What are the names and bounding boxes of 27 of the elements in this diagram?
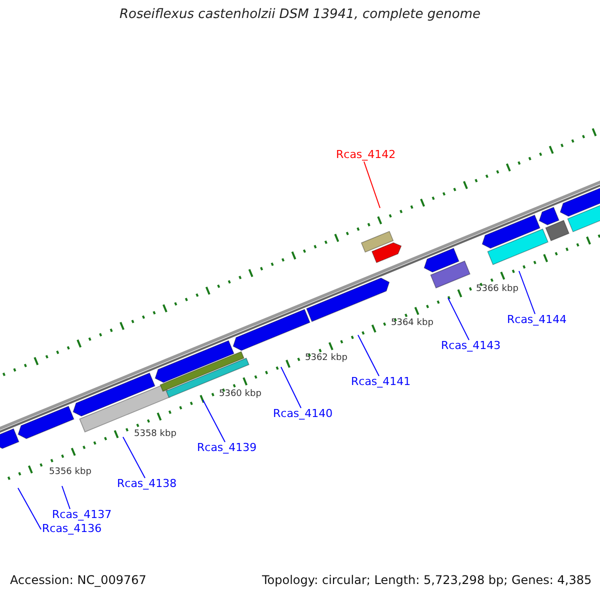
leader-line xyxy=(358,334,380,376)
scale-label: 5356 kbp xyxy=(49,467,92,478)
gene-label: Rcas_4138 xyxy=(117,478,177,491)
scale-label: 5366 kbp xyxy=(476,284,518,294)
scale-label: 5364 kbp xyxy=(391,318,434,328)
scale-label: 5362 kbp xyxy=(305,353,348,364)
leader-line xyxy=(518,270,536,314)
gene-label: Rcas_4139 xyxy=(197,442,257,455)
gene-label: Rcas_4137 xyxy=(52,509,112,522)
gene-label: Rcas_4144 xyxy=(507,314,567,327)
scale-label: 5360 kbp xyxy=(219,389,262,400)
gene-label: Rcas_4141 xyxy=(351,376,411,389)
leader-line xyxy=(202,400,226,442)
genome-info-text: Topology: circular; Length: 5,723,298 bp; Genes: 4,385 xyxy=(262,574,592,588)
gene-label: Rcas_4136 xyxy=(42,523,102,536)
leader-line xyxy=(62,486,70,510)
gene-label: Rcas_4140 xyxy=(273,408,333,421)
leader-line xyxy=(364,161,380,208)
leader-line xyxy=(122,436,146,478)
gene-label: Rcas_4143 xyxy=(441,340,501,353)
accession-text: Accession: NC_009767 xyxy=(10,574,146,588)
leader-line xyxy=(448,298,470,340)
scale-label: 5358 kbp xyxy=(134,429,176,440)
gene-label: Rcas_4142 xyxy=(336,149,396,162)
leader-line xyxy=(280,366,302,408)
chart-title: Roseiflexus castenholzii DSM 13941, complete genome xyxy=(118,8,482,23)
leader-line xyxy=(18,488,42,530)
